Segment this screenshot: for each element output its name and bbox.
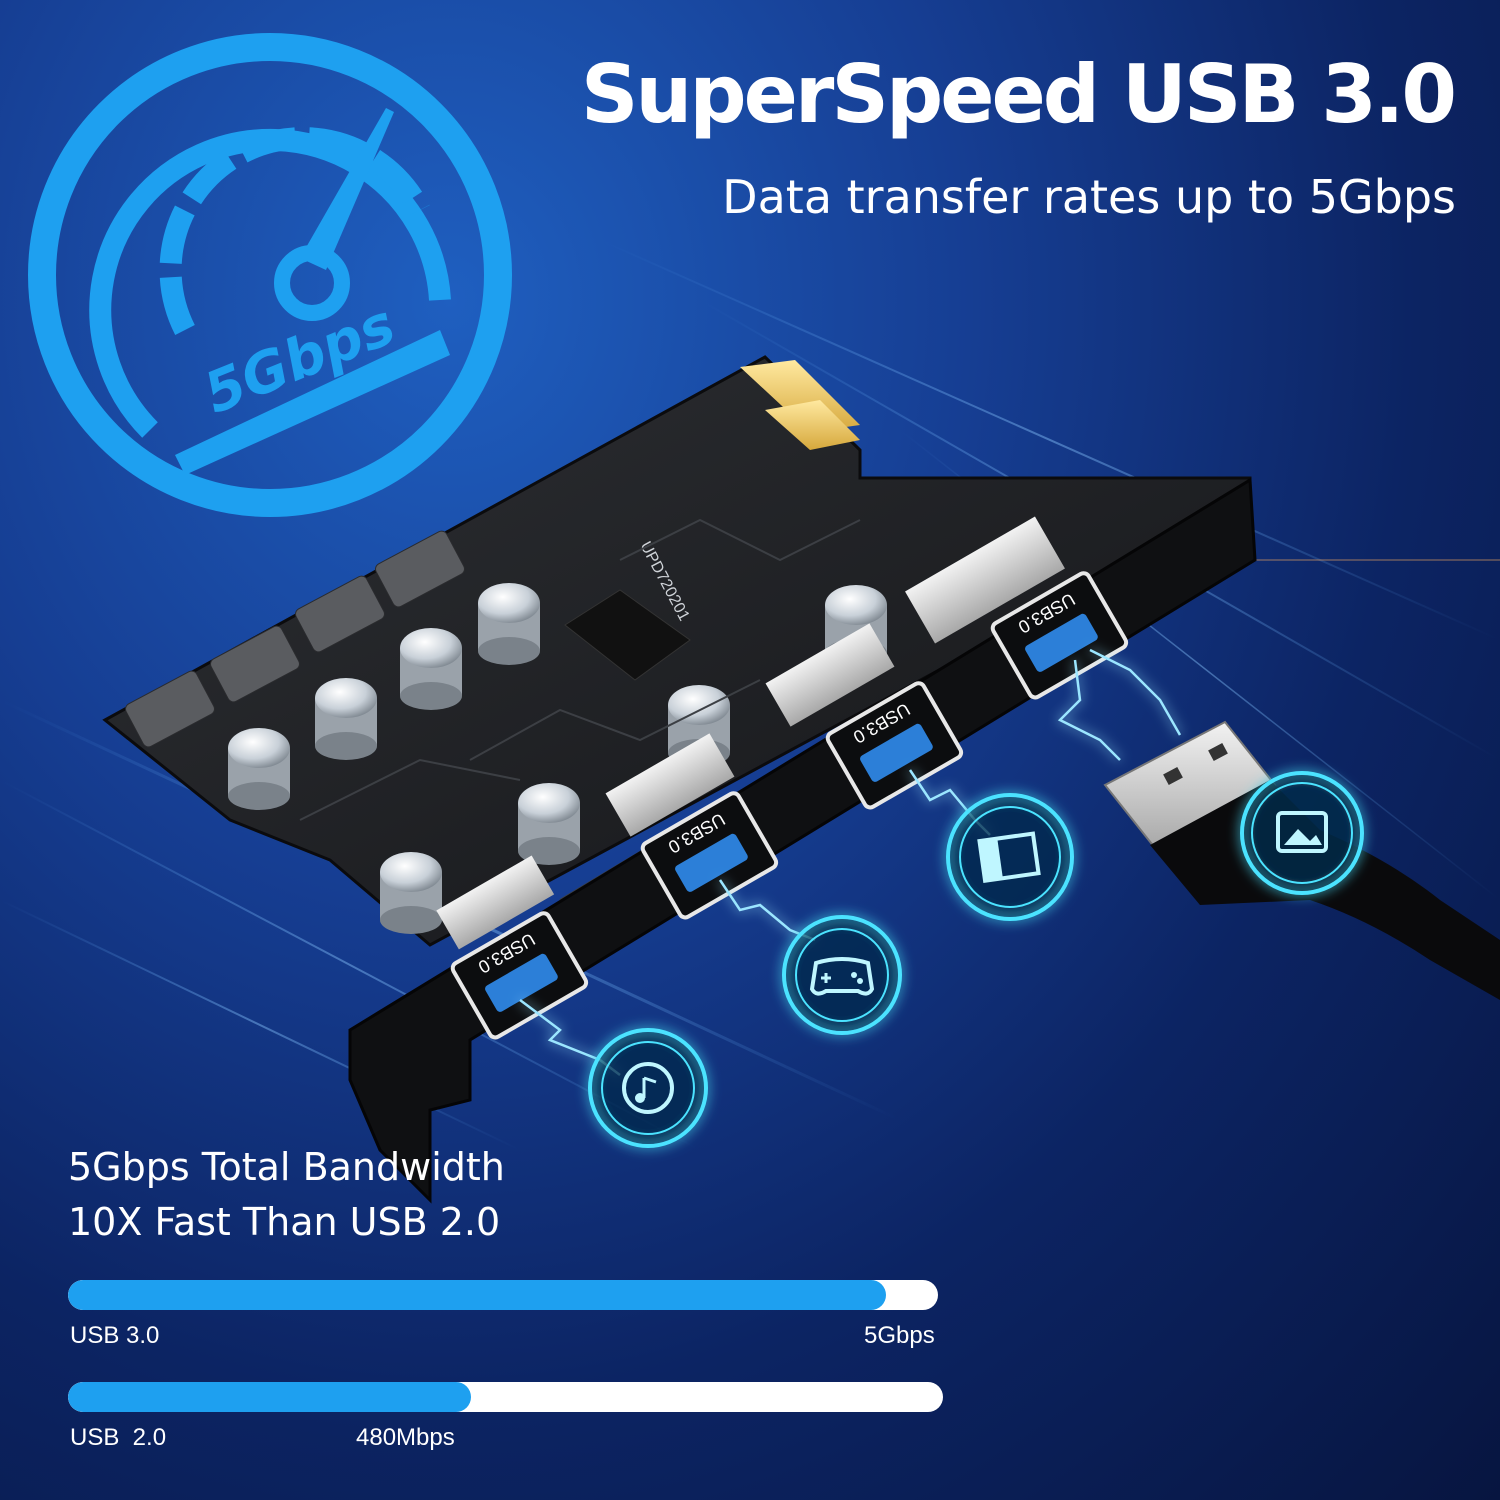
usb-port[interactable]: USB3.0	[825, 681, 964, 810]
capacitor	[380, 852, 442, 934]
usb3-value: 5Gbps	[864, 1322, 935, 1349]
bandwidth-line-1: 5Gbps Total Bandwidth	[68, 1145, 505, 1189]
image-icon	[1240, 771, 1364, 895]
folder-icon	[946, 793, 1074, 921]
music-icon	[588, 1028, 708, 1148]
capacitor	[478, 583, 540, 665]
usb-port[interactable]: USB3.0	[990, 571, 1129, 700]
headline: SuperSpeed USB 3.0	[580, 48, 1457, 141]
usb3-bar-fill	[68, 1280, 886, 1310]
capacitor	[400, 628, 462, 710]
speedometer-icon: 5Gbps	[28, 33, 512, 517]
capacitor	[315, 678, 377, 760]
usb3-label: USB 3.0	[70, 1322, 160, 1349]
usb3-progress-bar	[68, 1280, 938, 1310]
usb2-value: 480Mbps	[356, 1424, 455, 1451]
inductors	[125, 530, 465, 748]
capacitor	[518, 783, 580, 865]
bandwidth-line-2: 10X Fast Than USB 2.0	[68, 1200, 501, 1244]
subheadline: Data transfer rates up to 5Gbps	[722, 170, 1456, 224]
capacitor	[228, 728, 290, 810]
usb-port[interactable]: USB3.0	[640, 791, 779, 920]
gamepad-icon	[782, 915, 902, 1035]
usb2-progress-bar	[68, 1382, 943, 1412]
gold-contacts	[740, 360, 860, 450]
usb2-bar-fill	[68, 1382, 471, 1412]
usb2-label: USB 2.0	[70, 1424, 167, 1451]
